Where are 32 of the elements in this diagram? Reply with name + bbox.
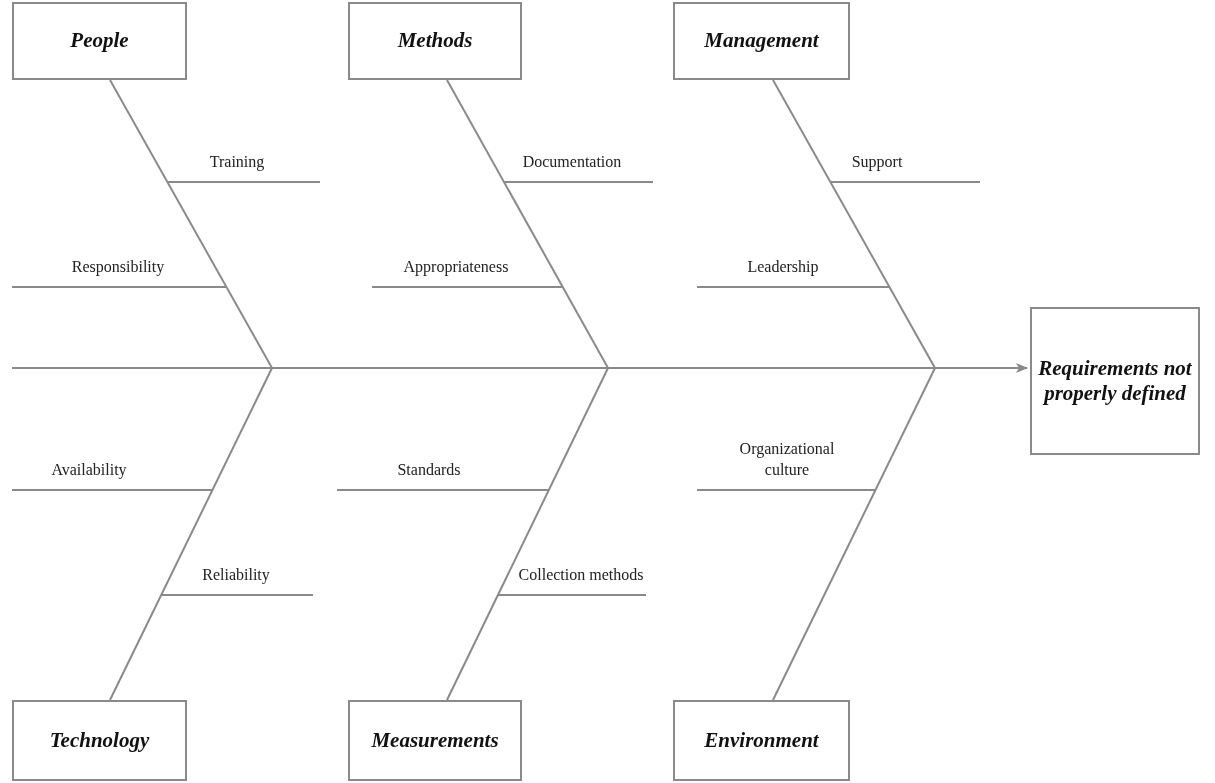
cause-label: Documentation <box>521 152 623 173</box>
effect-box <box>1030 307 1200 455</box>
bone-line <box>446 79 609 369</box>
node-title: Management <box>704 28 819 54</box>
category-box <box>348 2 522 80</box>
bone-line <box>772 367 936 701</box>
node-title: Technology <box>49 727 150 754</box>
bone-line <box>109 79 273 369</box>
spine-arrow <box>11 363 1028 373</box>
node-title: Requirements not properly defined <box>1037 355 1193 407</box>
cause-label: Appropriateness <box>402 257 510 278</box>
category-box <box>673 700 850 781</box>
cause-label: Training <box>208 152 266 173</box>
node-title: Environment <box>704 727 819 754</box>
cause-label: Responsibility <box>70 257 166 278</box>
node-title: Measurements <box>371 727 499 754</box>
category-box <box>348 700 522 781</box>
cause-label: Reliability <box>201 565 271 586</box>
category-box <box>12 2 187 80</box>
cause-label: Collection methods <box>517 565 645 586</box>
bone-line <box>772 79 936 369</box>
cause-label: Standards <box>396 460 462 481</box>
node-title: People <box>70 28 129 54</box>
cause-label: Support <box>850 152 904 173</box>
cause-label: Leadership <box>746 257 820 278</box>
cause-label: Availability <box>50 460 128 481</box>
category-box <box>12 700 187 781</box>
node-title: Methods <box>397 28 473 54</box>
bone-line <box>446 367 609 701</box>
category-box <box>673 2 850 80</box>
cause-label: Organizational culture <box>738 439 836 481</box>
bone-line <box>109 367 273 701</box>
